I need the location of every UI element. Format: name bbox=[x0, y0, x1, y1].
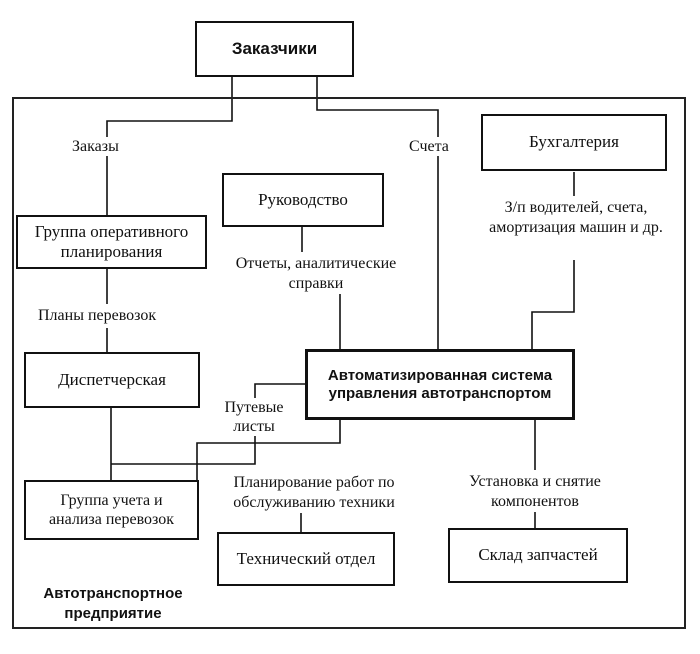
node-accounting: Бухгалтерия bbox=[481, 114, 667, 171]
edge-label-components: Установка и снятие компонентов bbox=[446, 472, 624, 512]
node-customers-label: Заказчики bbox=[231, 38, 318, 58]
line-asu-tech bbox=[196, 420, 341, 481]
node-accounting-label: Бухгалтерия bbox=[529, 132, 619, 152]
edge-label-reports: Отчеты, аналитические справки bbox=[218, 254, 414, 294]
line-waybills-group bbox=[111, 436, 256, 465]
node-asu-label: Автоматизированная система управления ав… bbox=[327, 366, 553, 402]
node-asu: Автоматизированная система управления ав… bbox=[305, 349, 575, 420]
edge-label-transport-plans: Планы перевозок bbox=[38, 306, 157, 326]
node-parts-warehouse-label: Склад запчастей bbox=[478, 545, 598, 565]
node-planning-group: Группа оперативного планирования bbox=[16, 215, 207, 269]
node-planning-group-label: Группа оперативного планирования bbox=[34, 221, 189, 261]
node-tech-dept: Технический отдел bbox=[217, 532, 395, 586]
line-salaries-asu bbox=[531, 260, 575, 349]
node-dispatch: Диспетчерская bbox=[24, 352, 200, 408]
enterprise-label: Автотранспортное предприятие bbox=[38, 584, 188, 623]
edge-label-maintenance-planning: Планирование работ по обслуживанию техни… bbox=[214, 473, 414, 513]
edge-label-waybills: Путевые листы bbox=[214, 398, 294, 437]
node-accounting-group: Группа учета и анализа перевозок bbox=[24, 480, 199, 540]
enterprise-label-text: Автотранспортное предприятие bbox=[43, 585, 183, 622]
edge-label-invoices: Счета bbox=[409, 137, 449, 157]
node-accounting-group-label: Группа учета и анализа перевозок bbox=[48, 491, 175, 528]
node-tech-dept-label: Технический отдел bbox=[236, 548, 376, 568]
enterprise-boundary bbox=[12, 97, 686, 629]
node-customers: Заказчики bbox=[195, 21, 354, 77]
line-asu-waybills bbox=[254, 383, 306, 398]
node-management: Руководство bbox=[222, 173, 384, 227]
node-management-label: Руководство bbox=[258, 189, 348, 209]
edge-label-salaries: З/п водителей, счета, амортизация машин … bbox=[484, 198, 668, 238]
line-customers-invoices bbox=[316, 76, 439, 349]
node-parts-warehouse: Склад запчастей bbox=[448, 528, 628, 583]
node-dispatch-label: Диспетчерская bbox=[58, 369, 166, 389]
edge-label-orders: Заказы bbox=[72, 137, 119, 157]
